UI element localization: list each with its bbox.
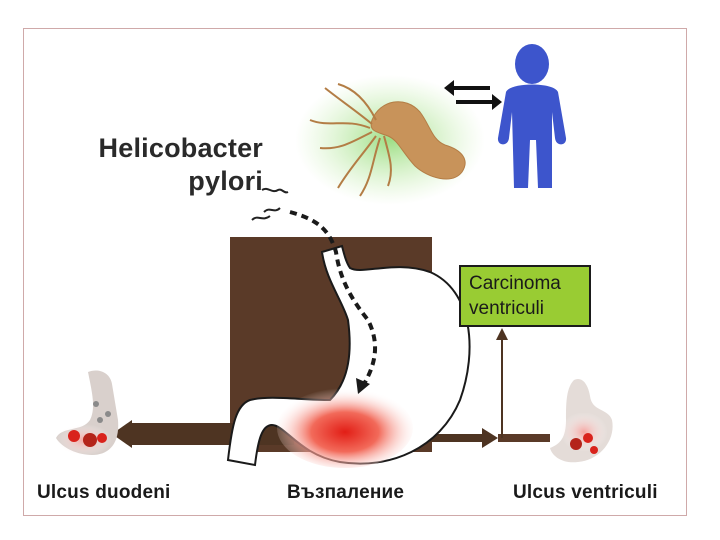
helicobacter-label-line2: pylori	[188, 166, 263, 196]
duodenum-icon	[56, 370, 119, 456]
arrow-to-carcinoma	[496, 328, 508, 438]
helicobacter-pylori-label: Helicobacter pylori	[73, 132, 263, 198]
bacteria-path-arrowhead	[356, 378, 370, 394]
helicobacter-label-line1: Helicobacter	[98, 133, 263, 163]
small-bacteria-icon	[251, 187, 289, 221]
carcinoma-label-line2: ventriculi	[469, 298, 544, 319]
arrow-to-ulcus-ventriculi	[430, 428, 550, 448]
carcinoma-ventriculi-box: Carcinoma ventriculi	[459, 265, 591, 327]
exchange-arrows-icon	[444, 80, 502, 110]
ulcus-ventriculi-label: Ulcus ventriculi	[513, 482, 658, 503]
carcinoma-label-line1: Carcinoma	[469, 273, 561, 294]
small-stomach-icon	[550, 378, 613, 463]
human-figure-icon	[497, 44, 567, 188]
figure-frame	[23, 28, 687, 516]
ulcus-duodeni-label: Ulcus duodeni	[37, 482, 171, 503]
inflammation-label: Възпаление	[287, 482, 405, 503]
bacterium-icon	[295, 75, 485, 205]
bacteria-path	[289, 210, 378, 386]
stomach-icon	[226, 244, 471, 468]
